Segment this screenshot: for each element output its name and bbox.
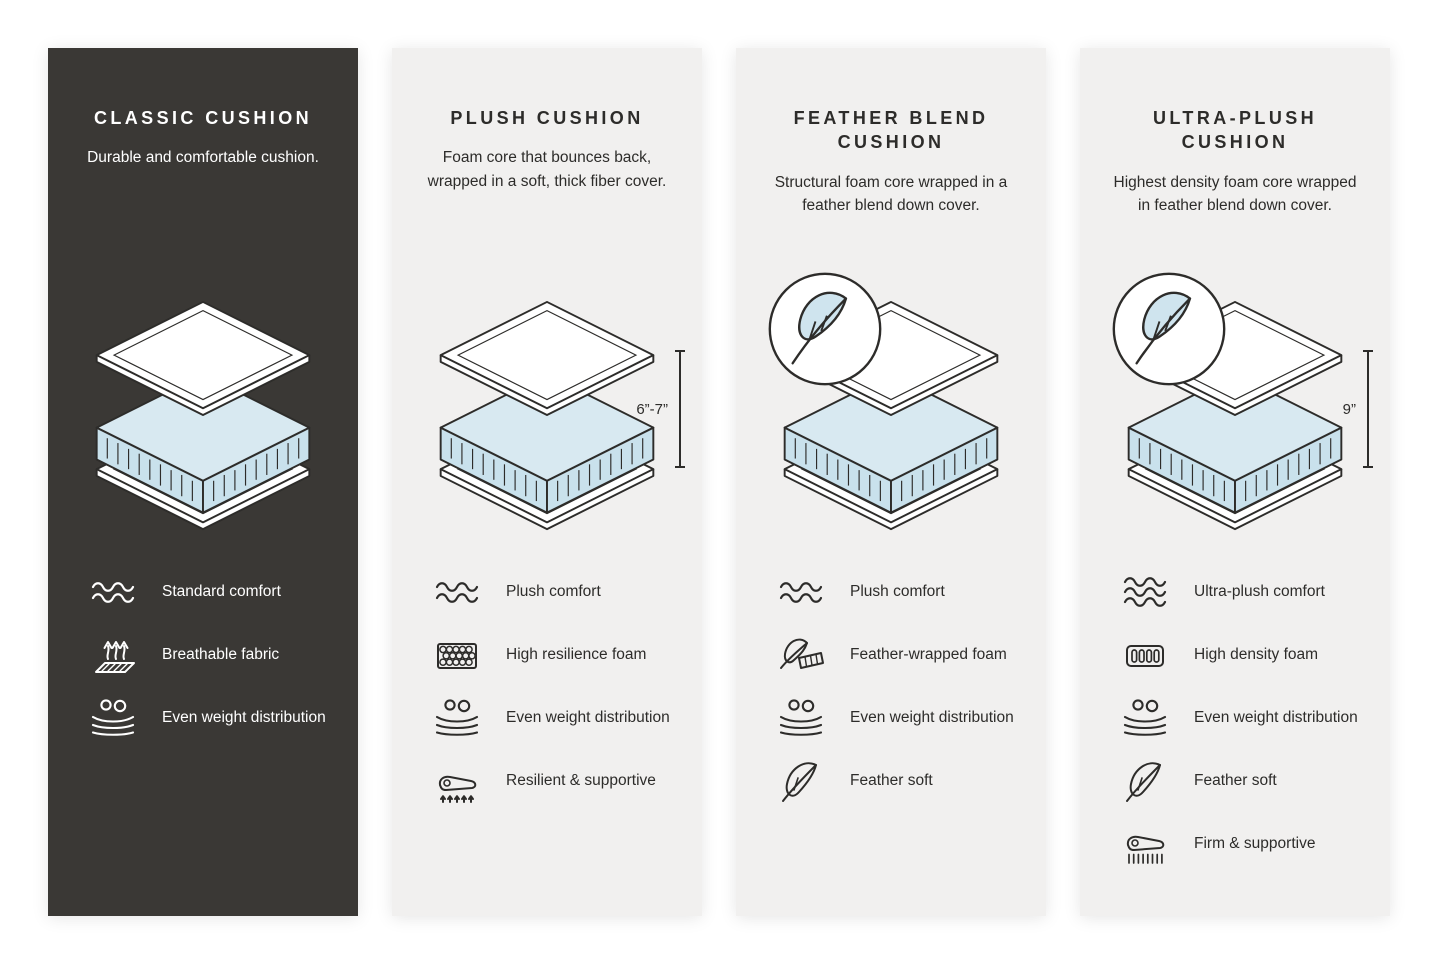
feature-label: Firm & supportive [1194, 834, 1316, 852]
column-description: Highest density foam core wrapped in fea… [1113, 173, 1357, 214]
feature-label: Even weight distribution [506, 708, 670, 726]
column-description: Durable and comfortable cushion. [87, 149, 319, 167]
feature-label: Feather soft [1194, 771, 1277, 789]
column-ultra-plush-cushion: ULTRA-PLUSH CUSHION Highest density foam… [1080, 48, 1390, 916]
height-measurement: 9” [1343, 348, 1374, 470]
feature-label: Feather soft [850, 771, 933, 789]
feature-label: Even weight distribution [162, 708, 326, 726]
feature-list: Standard comfort Breathable fabric Even … [88, 568, 338, 757]
feature-item: Resilient & supportive [432, 757, 682, 805]
column-description: Foam core that bounces back, wrapped in … [427, 149, 667, 190]
feature-item: Feather soft [1120, 757, 1370, 805]
column-title: PLUSH CUSHION [450, 108, 644, 128]
feature-list: Plush comfort Feather-wrapped foam Even … [776, 568, 1026, 820]
even-weight-icon [776, 694, 826, 742]
column-header: CLASSIC CUSHION Durable and comfortable … [48, 48, 358, 170]
breathable-fabric-icon [88, 631, 138, 679]
feature-list: Ultra-plush comfort High density foam Ev… [1120, 568, 1370, 883]
feature-label: High resilience foam [506, 645, 647, 663]
feature-label: Even weight distribution [1194, 708, 1358, 726]
firm-supportive-icon [1120, 820, 1170, 868]
feature-label: Plush comfort [506, 582, 601, 600]
cushion-diagram [736, 290, 1046, 552]
column-feather-blend-cushion: FEATHER BLEND CUSHION Structural foam co… [736, 48, 1046, 916]
column-header: ULTRA-PLUSH CUSHION Highest density foam… [1080, 48, 1390, 217]
feature-item: Even weight distribution [432, 694, 682, 742]
even-weight-icon [432, 694, 482, 742]
feature-item: High density foam [1120, 631, 1370, 679]
feature-label: Feather-wrapped foam [850, 645, 1007, 663]
feature-label: Standard comfort [162, 582, 281, 600]
feature-item: Even weight distribution [88, 694, 338, 742]
column-plush-cushion: PLUSH CUSHION Foam core that bounces bac… [392, 48, 702, 916]
cushion-layers-illustration [87, 300, 319, 532]
column-classic-cushion: CLASSIC CUSHION Durable and comfortable … [48, 48, 358, 916]
cushion-layers-illustration [431, 300, 663, 532]
measure-line-icon [1363, 350, 1373, 468]
cushion-diagram [48, 290, 358, 552]
feather-badge-icon [766, 270, 884, 388]
cushion-diagram: 9” [1080, 290, 1390, 552]
feature-item: Ultra-plush comfort [1120, 568, 1370, 616]
height-measurement: 6”-7” [636, 348, 686, 470]
waves-icon [1120, 568, 1170, 616]
feather-badge-icon [1110, 270, 1228, 388]
feature-item: Plush comfort [776, 568, 1026, 616]
feature-item: High resilience foam [432, 631, 682, 679]
cushion-diagram: 6”-7” [392, 290, 702, 552]
column-description: Structural foam core wrapped in a feathe… [774, 173, 1008, 214]
feature-list: Plush comfort High resilience foam Even … [432, 568, 682, 820]
feature-item: Plush comfort [432, 568, 682, 616]
feature-label: Plush comfort [850, 582, 945, 600]
measurement-label: 9” [1342, 400, 1356, 418]
feature-item: Standard comfort [88, 568, 338, 616]
even-weight-icon [1120, 694, 1170, 742]
column-title: CLASSIC CUSHION [93, 108, 312, 128]
column-header: FEATHER BLEND CUSHION Structural foam co… [736, 48, 1046, 217]
resilience-foam-icon [432, 631, 482, 679]
resilient-supportive-icon [432, 757, 482, 805]
column-title: FEATHER BLEND CUSHION [793, 108, 989, 153]
even-weight-icon [88, 694, 138, 742]
high-density-foam-icon [1120, 631, 1170, 679]
feature-label: Breathable fabric [162, 645, 280, 663]
waves-icon [432, 568, 482, 616]
feature-item: Feather soft [776, 757, 1026, 805]
waves-icon [776, 568, 826, 616]
feather-icon [1120, 757, 1170, 805]
feature-item: Feather-wrapped foam [776, 631, 1026, 679]
feature-label: Ultra-plush comfort [1194, 582, 1325, 600]
feature-item: Firm & supportive [1120, 820, 1370, 868]
feature-item: Breathable fabric [88, 631, 338, 679]
feather-wrapped-foam-icon [776, 631, 826, 679]
column-header: PLUSH CUSHION Foam core that bounces bac… [392, 48, 702, 193]
measure-line-icon [675, 350, 685, 468]
feature-item: Even weight distribution [776, 694, 1026, 742]
column-title: ULTRA-PLUSH CUSHION [1152, 108, 1318, 153]
feature-label: Resilient & supportive [506, 771, 656, 789]
waves-icon [88, 568, 138, 616]
feature-item: Even weight distribution [1120, 694, 1370, 742]
feature-label: Even weight distribution [850, 708, 1014, 726]
feather-icon [776, 757, 826, 805]
measurement-label: 6”-7” [636, 400, 668, 418]
feature-label: High density foam [1194, 645, 1319, 663]
